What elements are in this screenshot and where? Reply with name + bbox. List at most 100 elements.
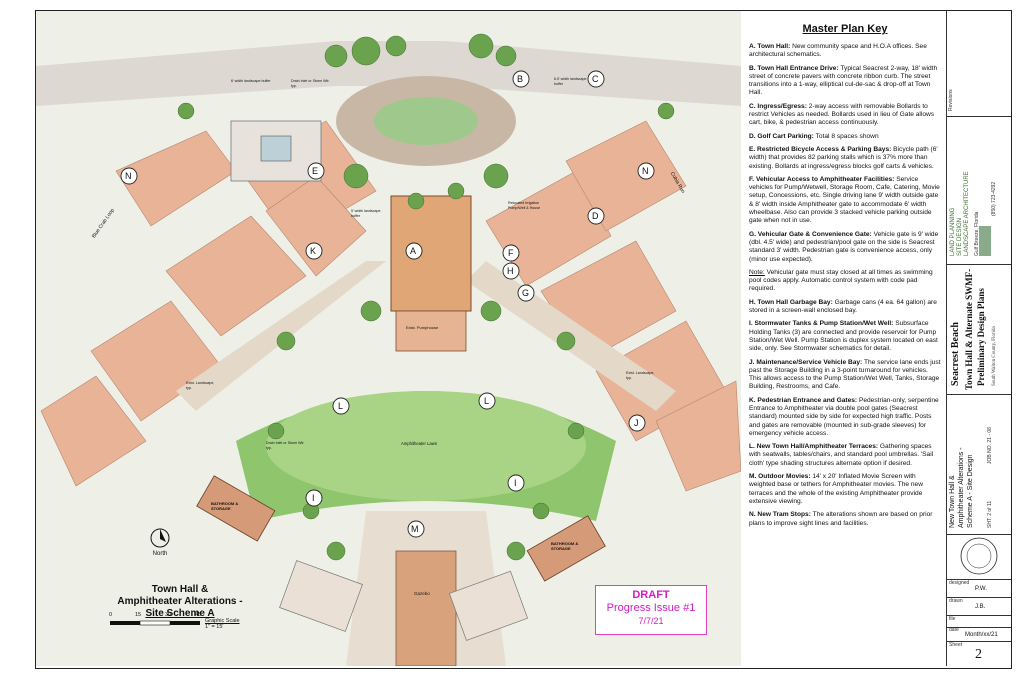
label-gazebo: Gazebo — [414, 591, 430, 596]
drawn-label: drawn — [949, 598, 963, 604]
sheet-label: Sheet — [949, 642, 963, 648]
key-item-heading: B. Town Hall Entrance Drive: — [749, 64, 839, 72]
title-block: Revisions LAND PLANNING SITE DESIGN LAND… — [946, 11, 1011, 666]
key-item-heading: H. Town Hall Garbage Bay: — [749, 298, 833, 306]
key-item-text: Pedestrian-only, serpentine Entrance to … — [749, 396, 939, 437]
marker-k: K — [310, 246, 317, 256]
key-item-text: New community space and H.O.A offices. S… — [749, 43, 927, 59]
marker-j: J — [634, 418, 639, 428]
key-item: D. Golf Cart Parking: Total 8 spaces sho… — [749, 133, 941, 141]
key-item-heading: M. Outdoor Movies: — [749, 473, 811, 481]
label-bathroom-right: BATHROOM & STORAGE — [551, 541, 579, 551]
file-cell: file — [947, 615, 1011, 628]
project-line-2: Town Hall & Alternate SWMF- — [964, 268, 974, 390]
draft-label: DRAFT — [632, 589, 670, 601]
project-county: South Walton County, Florida — [992, 326, 997, 386]
sheet-number-cell: Sheet 2 — [947, 641, 1011, 666]
key-item-text: Service vehicles for Pump/Wetwell, Stora… — [749, 175, 940, 225]
scale-tick-15: 15 — [135, 612, 142, 618]
marker-m: M — [411, 524, 419, 534]
north-arrow-icon — [150, 528, 170, 548]
marker-b: B — [517, 74, 524, 84]
key-item: C. Ingress/Egress: 2-way access with rem… — [749, 103, 941, 128]
plan-title-line-1: Town Hall & — [151, 584, 209, 595]
key-item: N. New Tram Stops: The alterations shown… — [749, 511, 941, 528]
scale-tick-45: 45 — [195, 612, 202, 618]
key-item-heading: L. New Town Hall/Amphitheater Terraces: — [749, 443, 879, 451]
revisions-label: Revisions — [948, 89, 954, 111]
key-item-text: Subsurface Holding Tanks (3) are connect… — [749, 320, 938, 353]
firm-line-2: SITE DESIGN — [957, 217, 963, 256]
firm-line-3: LANDSCAPE ARCHITECTURE — [964, 171, 970, 256]
project-line-3: Preliminary Design Plans — [976, 288, 986, 386]
key-item: M. Outdoor Movies: 14' x 20' Inflated Mo… — [749, 473, 941, 506]
label-bike-buffer: 5' width landscape buffer — [351, 209, 381, 218]
marker-n-left: N — [125, 171, 132, 181]
marker-e: E — [312, 166, 319, 176]
scale-ratio: 1" = 15' — [205, 624, 224, 630]
label-exist-pumphouse: Exist. Pumphouse — [406, 325, 439, 330]
key-item-text: 2-way access with removable Bollards to … — [749, 102, 935, 127]
key-items: A. Town Hall: New community space and H.… — [745, 43, 945, 528]
key-item-heading: C. Ingress/Egress: — [749, 102, 807, 110]
sheet-desc-line-2: Amphitheater Alterations - — [958, 447, 965, 528]
firm-cell: LAND PLANNING SITE DESIGN LANDSCAPE ARCH… — [947, 116, 1011, 265]
north-label: North — [152, 551, 168, 557]
marker-n-right: N — [642, 166, 649, 176]
key-item: L. New Town Hall/Amphitheater Terraces: … — [749, 443, 941, 468]
date-label: date — [949, 627, 959, 633]
plan-title-line-2: Amphitheater Alterations - — [117, 596, 243, 607]
key-item: B. Town Hall Entrance Drive: Typical Sea… — [749, 65, 941, 98]
sheet-desc-line-1: New Town Hall & — [949, 475, 956, 528]
sheet-count: SHT. 2 of 11 — [987, 500, 993, 528]
scale-tick-0: 0 — [109, 612, 113, 618]
date-value: Month/xx/21 — [965, 632, 998, 638]
draft-stamp: DRAFT Progress Issue #1 7/7/21 — [595, 585, 707, 635]
key-item-text: Bicycle path (6' width) that provides 82… — [749, 145, 938, 170]
key-item-heading: G. Vehicular Gate & Convenience Gate: — [749, 230, 872, 238]
key-item-heading: F. Vehicular Access to Amphitheater Faci… — [749, 175, 895, 183]
file-label: file — [949, 616, 956, 622]
key-item: Note: Vehicular gate must stay closed at… — [749, 269, 941, 294]
key-item: A. Town Hall: New community space and H.… — [749, 43, 941, 60]
label-buffer-right: 6.5' width landscape buffer — [554, 77, 587, 86]
key-item-text: Typical Seacrest 2-way, 18' width street… — [749, 64, 938, 97]
key-item-heading: A. Town Hall: — [749, 43, 791, 50]
key-item-text: 14' x 20' Inflated Movie Screen with wei… — [749, 473, 923, 505]
key-item-heading: I. Stormwater Tanks & Pump Station/Wet W… — [749, 320, 894, 328]
scale-bar — [110, 620, 200, 626]
key-item: I. Stormwater Tanks & Pump Station/Wet W… — [749, 320, 941, 353]
plan-title: Town Hall & Amphitheater Alterations - S… — [105, 584, 255, 620]
label-amphitheater-lawn: Amphitheater Lawn — [401, 441, 438, 446]
key-item-heading: E. Restricted Bicycle Access & Parking B… — [749, 145, 892, 153]
scale-tick-30: 30 — [165, 612, 172, 618]
marker-h: H — [507, 266, 514, 276]
label-exist-landscape-left: Exist. Landscape, typ. — [186, 381, 215, 390]
firm-logo — [979, 226, 991, 256]
key-item-text: Garbage cans (4 ea. 64 gallon) are store… — [749, 298, 937, 315]
designed-value: P.W. — [975, 586, 987, 592]
drawn-value: J.B. — [975, 604, 986, 610]
sheet-desc-line-3: Scheme A - Site Design — [967, 454, 974, 528]
key-item-text: Gathering spaces with seatwalls, tables/… — [749, 443, 934, 467]
label-buffer-left: 6' width landscape buffer — [231, 79, 271, 83]
drawn-cell: drawn J.B. — [947, 597, 1011, 616]
master-plan-key: Master Plan Key A. Town Hall: New commun… — [745, 11, 945, 666]
label-exist-landscape-right: Exist. Landscape, typ. — [626, 371, 655, 380]
project-line-1: Seacrest Beach — [950, 322, 961, 386]
professional-seal-icon — [960, 537, 998, 575]
job-number: JOB NO. 21 - 08 — [987, 427, 993, 464]
firm-phone: (850) 723-4292 — [991, 181, 997, 216]
key-item-text: The alterations shown are based on prior… — [749, 511, 933, 527]
draft-date: 7/7/21 — [638, 616, 664, 626]
key-item-text: Total 8 spaces shown — [813, 132, 879, 140]
graphic-scale: 0 15 30 45 Graphic Scale 1" = 15' — [105, 612, 255, 630]
sheet-desc-cell: New Town Hall & Amphitheater Alterations… — [947, 394, 1011, 535]
label-drain-inlet-top: Drain Inlet or Storm Wtr. typ. — [291, 79, 330, 88]
key-title: Master Plan Key — [802, 23, 888, 35]
plan-title-line-3: Site Scheme A — [145, 608, 215, 619]
key-item: E. Restricted Bicycle Access & Parking B… — [749, 146, 941, 171]
marker-l-right: L — [484, 396, 490, 406]
site-plan: A B C D E F G H I I J K L L M N N 6' wid… — [36, 11, 741, 666]
firm-line-1: LAND PLANNING — [950, 207, 956, 256]
